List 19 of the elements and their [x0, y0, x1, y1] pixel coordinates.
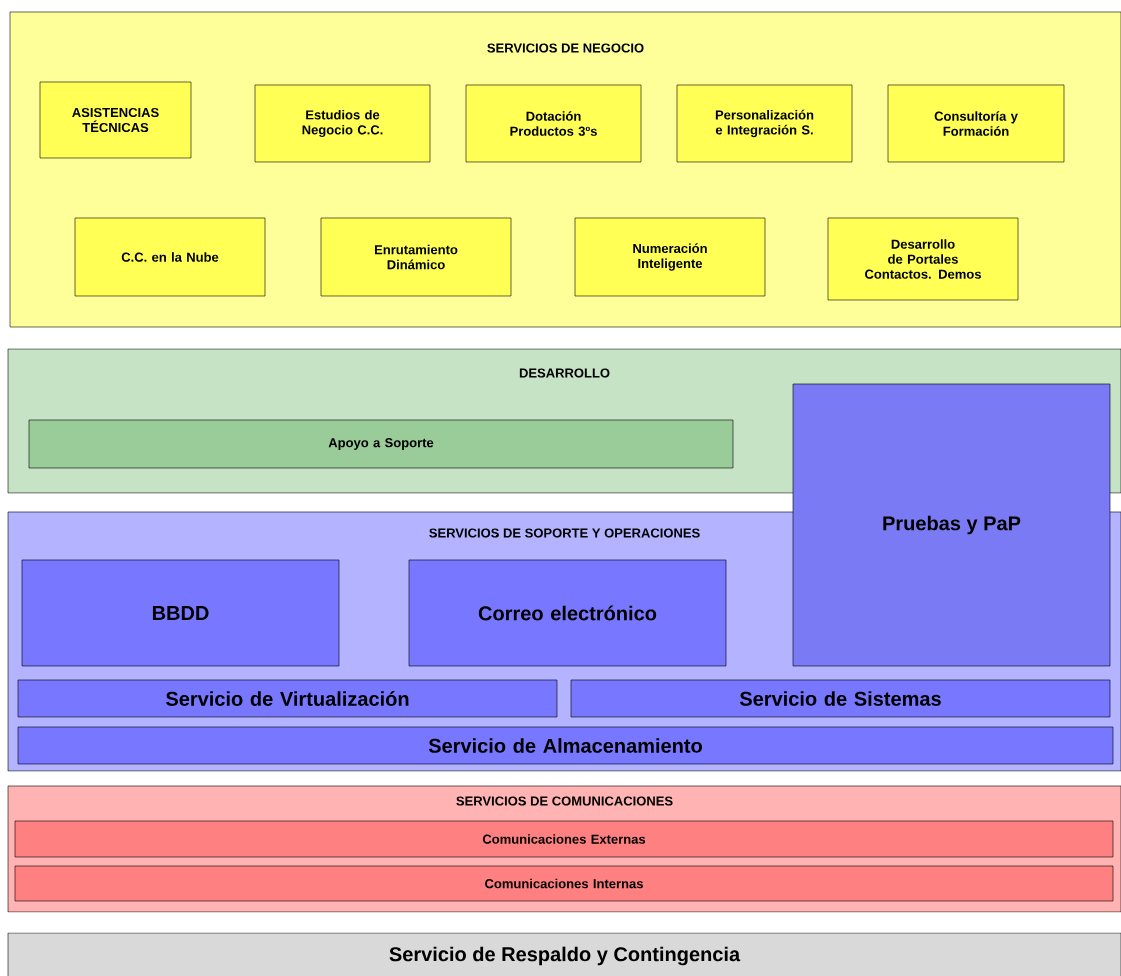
service-box: Personalización e Integración S.: [676, 84, 853, 163]
service-bar: Servicio de Sistemas: [570, 679, 1111, 718]
service-box: Desarrollo de Portales Contactos. Demos: [827, 217, 1019, 301]
service-box: C.C. en la Nube: [74, 217, 266, 297]
service-box: Enrutamiento Dinámico: [320, 217, 512, 297]
service-bar: Apoyo a Soporte: [28, 419, 734, 469]
service-bar: Servicio de Virtualización: [17, 679, 558, 718]
service-box: Estudios de Negocio C.C.: [254, 84, 431, 163]
service-box: Dotación Productos 3ºs: [465, 84, 642, 163]
service-bar: Servicio de Respaldo y Contingencia: [7, 932, 1121, 976]
service-bar: Comunicaciones Internas: [14, 865, 1114, 902]
service-box: Pruebas y PaP: [792, 383, 1111, 667]
service-box: Consultoría y Formación: [887, 84, 1065, 163]
service-bar: Comunicaciones Externas: [14, 820, 1114, 858]
service-bar: Servicio de Almacenamiento: [17, 726, 1114, 765]
service-box: BBDD: [21, 559, 340, 667]
service-box: ASISTENCIAS TÉCNICAS: [39, 81, 192, 159]
service-box: Numeración Inteligente: [574, 217, 766, 297]
service-box: Correo electrónico: [408, 559, 727, 667]
